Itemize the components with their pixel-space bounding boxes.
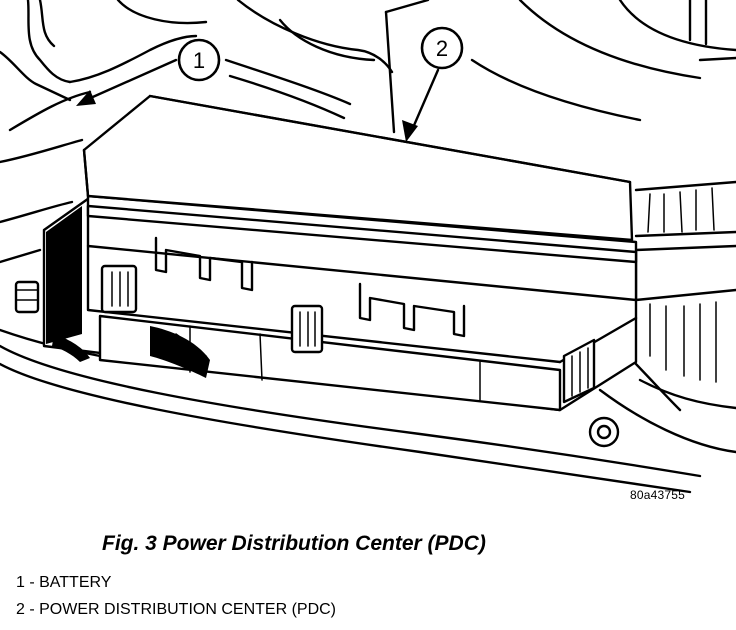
callout-2-number: 2 [436, 36, 448, 61]
callout-1: 1 [76, 38, 221, 106]
legend-item-pdc: 2 - POWER DISTRIBUTION CENTER (PDC) [16, 601, 337, 618]
figure-caption: Fig. 3 Power Distribution Center (PDC) [102, 532, 486, 555]
callout-2: 2 [402, 26, 464, 142]
engine-bay-background [0, 0, 736, 494]
callout-1-circle [177, 38, 221, 82]
legend-item-battery: 1 - BATTERY [16, 574, 112, 591]
callout-1-number: 1 [193, 48, 205, 73]
figure-code: 80a43755 [630, 488, 685, 502]
legend: 1 - BATTERY 2 - POWER DISTRIBUTION CENTE… [16, 573, 336, 627]
pdc-illustration: 1 2 [0, 0, 736, 494]
callout-2-circle [420, 26, 464, 70]
power-distribution-center-box [42, 94, 638, 412]
